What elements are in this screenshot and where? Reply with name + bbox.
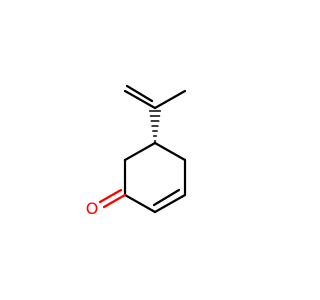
oxygen-atom-label: O bbox=[86, 199, 99, 218]
bond-isopropenyl-ch3 bbox=[153, 89, 187, 110]
carbonyl-bond-1 bbox=[102, 193, 127, 209]
bond-c6-c5 bbox=[123, 141, 157, 162]
molecule-structure: O bbox=[86, 84, 187, 218]
bond-c3-c2-double bbox=[152, 188, 181, 207]
structure-canvas: O bbox=[85, 84, 187, 218]
bond-c3-c2 bbox=[153, 193, 187, 214]
carbonyl-bond-2 bbox=[98, 188, 123, 204]
stereo-hash-wedge bbox=[148, 110, 162, 142]
bond-isopropenyl-ch2 bbox=[123, 89, 157, 110]
bond-isopropenyl-ch2-double bbox=[125, 84, 154, 103]
bond-c2-c1 bbox=[123, 193, 157, 214]
bond-c5-c4 bbox=[153, 141, 187, 162]
